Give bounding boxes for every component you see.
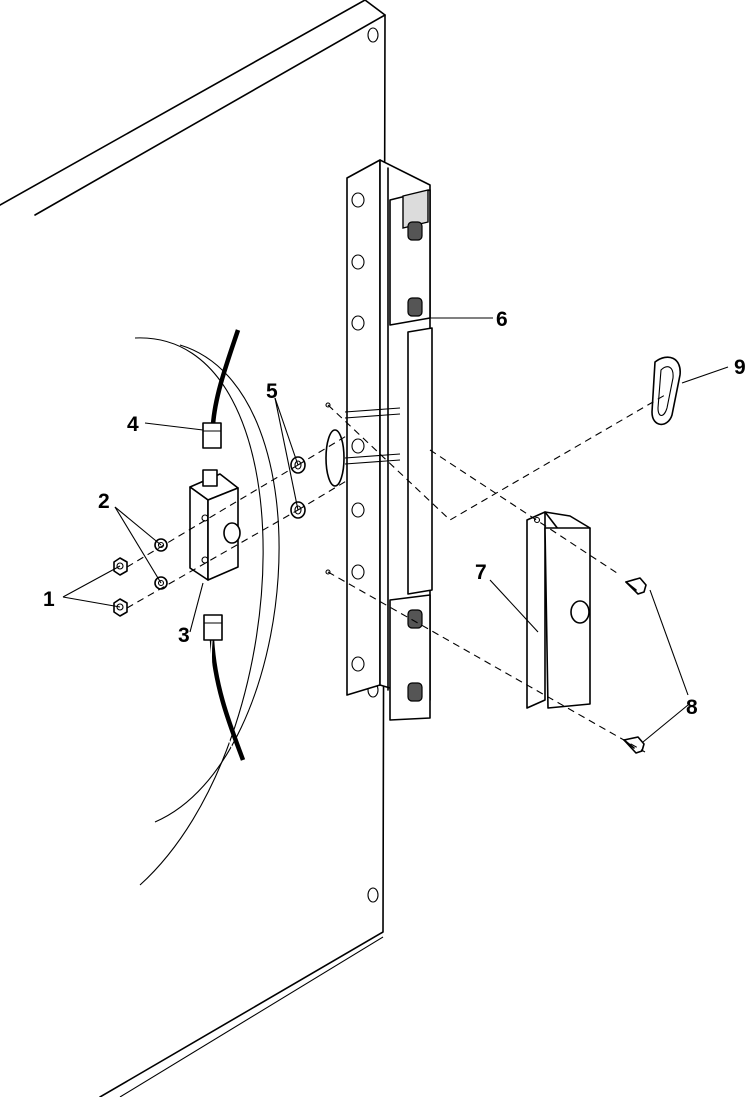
nuts xyxy=(113,557,128,617)
callout-4: 4 xyxy=(127,413,139,436)
wire-connectors xyxy=(202,422,223,641)
switch-body xyxy=(189,469,241,581)
assembly-lines xyxy=(126,394,666,753)
callout-labels: 1 2 3 4 5 6 7 8 9 xyxy=(43,308,746,719)
slot-cover xyxy=(651,356,681,426)
callout-2: 2 xyxy=(98,490,110,513)
callout-5: 5 xyxy=(266,380,278,403)
leader-lines xyxy=(62,317,729,743)
callout-9: 9 xyxy=(734,356,746,379)
wire-arcs xyxy=(134,337,280,886)
wire-harness xyxy=(209,329,246,763)
callout-3: 3 xyxy=(178,624,190,647)
callout-6: 6 xyxy=(496,308,508,331)
screws xyxy=(623,577,647,754)
hinge-plate xyxy=(325,159,433,721)
magnet-housing xyxy=(526,511,591,709)
callout-7: 7 xyxy=(475,561,487,584)
callout-8: 8 xyxy=(686,696,698,719)
callout-1: 1 xyxy=(43,588,55,611)
